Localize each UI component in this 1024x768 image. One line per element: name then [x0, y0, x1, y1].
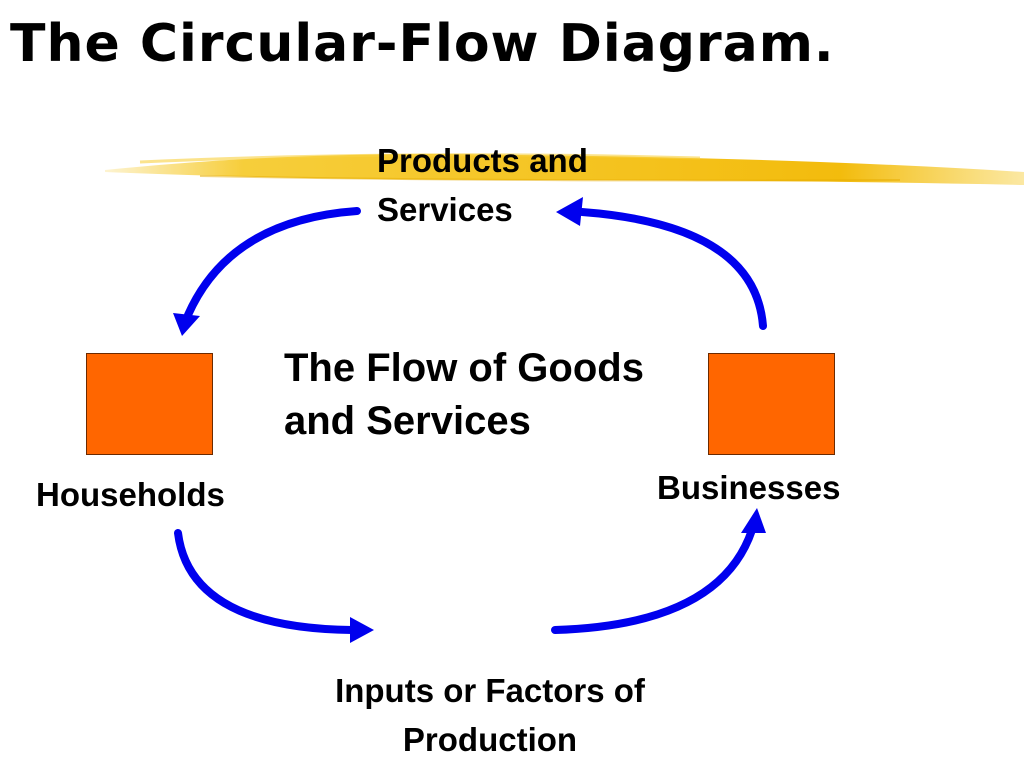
inputs-label: Inputs or Factors of Production [290, 666, 690, 764]
flow-of-goods-label: The Flow of Goods and Services [284, 342, 644, 448]
households-box [86, 353, 213, 455]
businesses-box [708, 353, 835, 455]
inputs-label-line1: Inputs or Factors of [335, 672, 645, 709]
arrow-products-to-households [173, 207, 361, 336]
products-label-line1: Products and [377, 142, 588, 179]
businesses-label: Businesses [657, 469, 841, 506]
products-and-services-label: Products and Services [377, 136, 588, 234]
products-label-line2: Services [377, 191, 513, 228]
arrow-businesses-to-products [556, 197, 767, 330]
inputs-label-line2: Production [402, 721, 578, 758]
center-label-line1: The Flow of Goods [284, 346, 644, 390]
arrow-households-to-inputs [174, 529, 374, 643]
center-label-line2: and Services [284, 398, 531, 443]
highlighter-stroke [105, 153, 1024, 185]
page-title: The Circular-Flow Diagram. [10, 14, 835, 74]
arrow-inputs-to-businesses [551, 508, 766, 634]
households-label: Households [36, 476, 225, 513]
